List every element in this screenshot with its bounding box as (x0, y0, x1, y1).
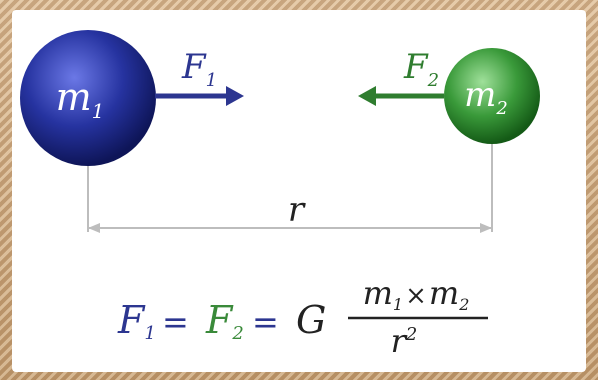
force2-arrow-head (358, 86, 376, 106)
formula-equals-1: = (162, 303, 189, 341)
formula-f1: F1 (117, 298, 156, 344)
distance-label: r (288, 190, 306, 230)
force1-label: F1 (181, 47, 217, 91)
mass2-label: m2 (464, 75, 508, 119)
force1-arrow-head (226, 86, 244, 106)
mass1-sphere (20, 30, 156, 166)
formula-equals-2: = (252, 303, 279, 341)
distance-arrow-right (480, 223, 492, 233)
force2-label: F2 (403, 47, 439, 91)
mass2-sphere (444, 48, 540, 144)
formula-numerator: m1×m2 (363, 274, 470, 314)
mass1-label: m1 (56, 75, 105, 123)
formula-f2: F2 (205, 298, 244, 344)
formula-constant: G (296, 298, 326, 342)
distance-arrow-left (88, 223, 100, 233)
formula-denominator: r2 (391, 322, 418, 360)
